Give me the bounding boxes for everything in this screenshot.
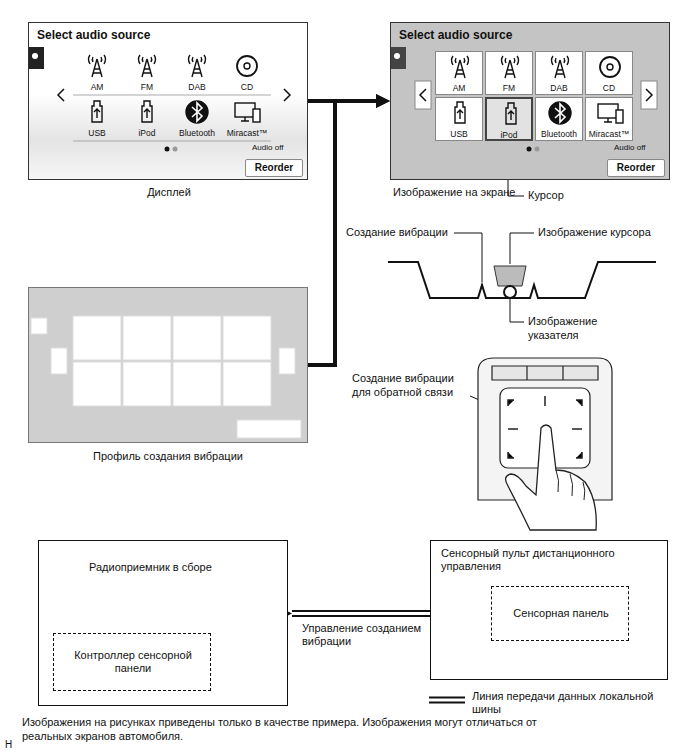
callout-label: Audio off [614,143,664,153]
tile-decoration [436,98,484,128]
tile-decoration [123,97,171,127]
source-tile: FM [123,51,171,95]
caption: Профиль создания вибрации [29,450,307,463]
callout-label: Изображение курсора [538,226,653,240]
label-text: DAB [536,83,582,93]
vibration-profile [388,262,656,298]
label-text: CD [223,82,271,92]
label-text: iPod [123,128,171,138]
label-text: AM [436,83,482,93]
label-text: Радиоприемник в сборе [89,561,279,574]
source-tile: iPod [123,97,171,141]
label-text: iPod [487,130,531,140]
component-box: Сенсорная панель [491,586,629,641]
source-tile: Bluetooth [173,97,221,141]
label-text: FM [123,82,171,92]
tile-decoration [223,51,271,81]
label-text: Bluetooth [173,128,221,138]
source-tile: iPod [485,97,533,141]
tile-decoration [123,51,171,81]
source-tile: CD [223,51,271,95]
source-tile: FM [485,51,533,95]
label-text: USB [436,129,482,139]
tile-decoration [487,99,535,129]
callout-label: Курсор [528,189,588,203]
label-text: USB [73,128,121,138]
legend-text: Линия передачи данных локальной шины [472,690,672,716]
hand [556,470,585,500]
source-tile: DAB [173,51,221,95]
source-tile: Miracast™ [223,97,271,141]
label-text: Reorder [246,162,302,174]
tile-decoration [173,51,221,81]
tile-decoration [173,97,221,127]
panel-decoration [29,288,309,444]
screen-image: Select audio sourceДисплейAMFMDABCDUSBiP… [28,22,308,180]
label-text: Select audio source [399,28,512,42]
tile-decoration [73,97,121,127]
tile-decoration [73,51,121,81]
label-text: Сенсорный пульт дистанционного управлени… [441,547,656,573]
leader-line [510,299,524,322]
label-text: CD [586,83,632,93]
pointer-image [504,286,516,298]
tile-decoration [436,52,484,82]
source-tile: AM [73,51,121,95]
source-tile: DAB [535,51,583,95]
leader-line [454,233,482,282]
label-text: DAB [173,82,221,92]
tile-decoration [486,52,534,82]
callout-label: Изображение указателя [528,315,643,343]
label-text: Контроллер сенсорной панели [60,649,206,675]
source-tile: Bluetooth [535,97,583,141]
tile-decoration [586,52,634,82]
label-text: Select audio source [37,28,150,42]
label-text: Bluetooth [536,129,582,139]
source-tile: USB [435,97,483,141]
note: Изображения на рисунках приведены только… [22,716,562,744]
tile-decoration [536,52,584,82]
source-tile: AM [435,51,483,95]
label-text: Reorder [608,162,664,174]
leader-line [510,233,534,264]
label-text: Сенсорная панель [498,607,624,620]
label-text: AM [73,82,121,92]
tile-decoration [223,97,271,127]
source-tile: Miracast™ [585,97,633,141]
component-box: Контроллер сенсорной панели [53,633,211,691]
callout-label: Создание вибрации [346,226,456,240]
tile-decoration [536,98,584,128]
callout-label: Создание вибрации для обратной связи [352,372,470,400]
legend-sample [428,693,466,707]
unit-box: Сенсорный пульт дистанционного управлени… [430,540,668,680]
source-tile: USB [73,97,121,141]
button: Reorder [607,159,665,177]
screen-image: Select audio sourceИзображение на экране… [390,22,670,180]
figure-code: H [5,739,19,752]
label-text: Miracast™ [223,128,271,138]
unit-box: Радиоприемник в сбореКонтроллер сенсорно… [38,540,288,706]
callout-label: Audio off [252,143,302,153]
source-tile: CD [585,51,633,95]
screen-decoration [29,23,309,181]
caption: Изображение на экране [393,186,518,199]
label-text: Miracast™ [586,129,632,139]
connector-label: Управление созданием вибрации [302,622,430,650]
label-text: FM [486,83,532,93]
tile-decoration [586,98,634,128]
button: Reorder [245,159,303,177]
profile-panel: Профиль создания вибрации [28,287,308,443]
hand [506,425,597,530]
cursor-image [494,266,526,286]
caption: Дисплей [29,186,309,199]
legend-item: Линия передачи данных локальной шины [428,690,678,718]
